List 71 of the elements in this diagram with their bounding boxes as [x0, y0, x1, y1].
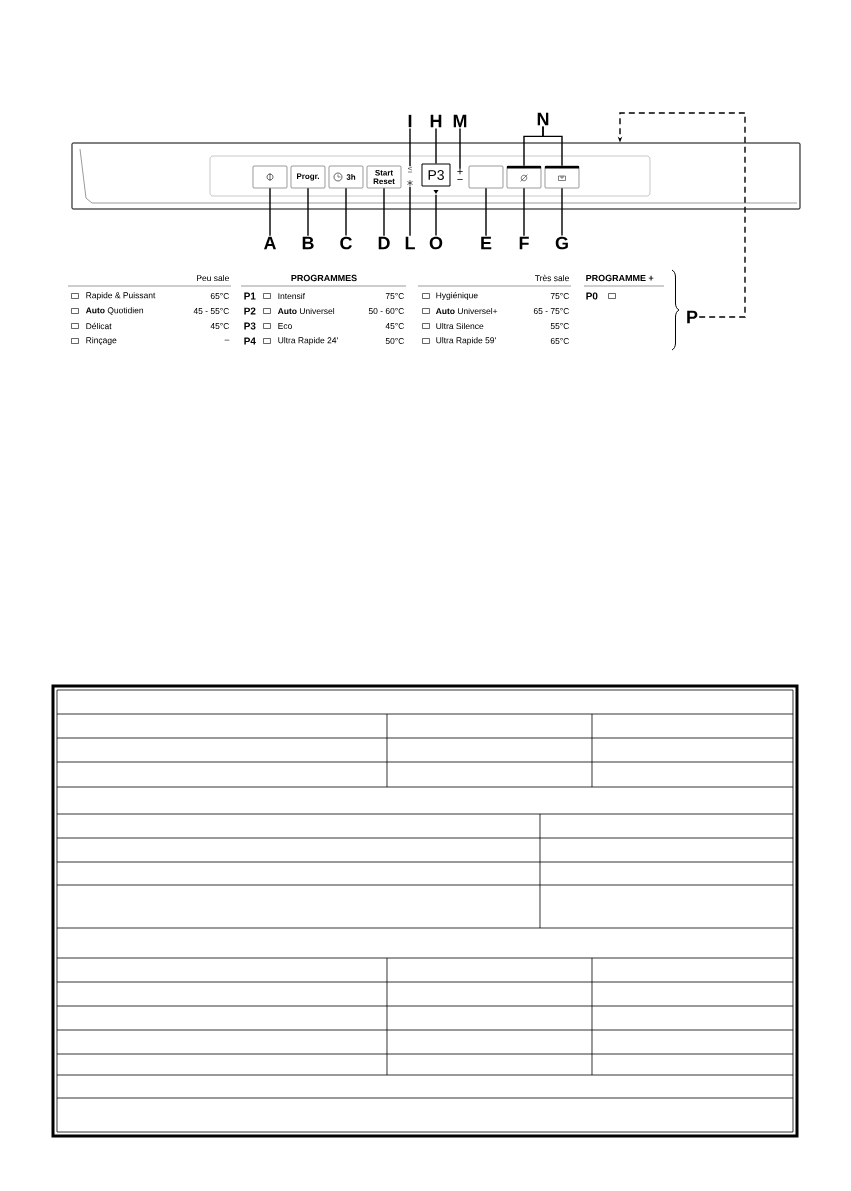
list-text: Ultra Rapide 59' [436, 337, 496, 345]
leader-line [523, 187, 525, 237]
leader-line [345, 187, 347, 237]
callout-letter: I [408, 114, 412, 128]
leader-line [307, 187, 309, 237]
display-strip [209, 155, 651, 197]
signal-symbol [433, 190, 439, 194]
leader-line [542, 125, 563, 167]
list-text: 55°C [550, 323, 569, 329]
callout-letter: P [687, 310, 698, 324]
list-text: 45°C [385, 323, 404, 329]
list-text: Rinçage [86, 337, 117, 345]
list-text: Hygiénique [436, 292, 478, 300]
list-text: 50°C [385, 338, 404, 344]
list-text: Intensif [278, 292, 305, 300]
list-text: 45 - 55°C [193, 308, 229, 314]
list-text: Rapide & Puissant [86, 292, 156, 300]
list-text: Très sale [534, 274, 569, 282]
power-button [252, 165, 288, 189]
callout-letter: A [264, 236, 276, 250]
list-text: 75°C [385, 293, 404, 299]
option-button [544, 165, 580, 189]
callout-letter: C [340, 236, 352, 250]
callout-letter: M [453, 114, 467, 128]
programme-code: P4 [244, 337, 256, 345]
callout-letter: F [519, 236, 529, 250]
leader-line [459, 127, 461, 170]
list-text: Ultra Silence [436, 322, 484, 330]
list-text: Eco [278, 323, 292, 329]
list-text: 65 - 75°C [533, 308, 569, 314]
list-text: 75°C [550, 293, 569, 299]
list-text: 50 - 60°C [368, 308, 404, 314]
leader-line [409, 186, 411, 237]
digital-display: P3 [421, 163, 451, 187]
programme-code: P2 [244, 307, 256, 315]
callout-letter: L [405, 236, 415, 250]
callout-letter: E [481, 236, 492, 250]
list-text: PROGRAMMES [291, 274, 357, 282]
list-text: – [224, 339, 230, 341]
star-symbol [407, 179, 413, 187]
callout-letter: O [429, 236, 443, 250]
option-button [468, 165, 504, 189]
leader-line [409, 127, 411, 167]
list-text: Peu sale [197, 274, 229, 282]
callout-letter: H [430, 114, 442, 128]
list-text: Auto Universel+ [435, 307, 498, 315]
programme-code: P1 [244, 292, 256, 300]
programme-code: P3 [244, 322, 256, 330]
leader-line [269, 187, 271, 237]
leader-line [561, 187, 563, 237]
list-text: 65°C [210, 293, 229, 299]
list-text: Auto Universel [277, 307, 335, 315]
control-panel [71, 142, 801, 210]
leader-line [435, 127, 437, 165]
programme-code: P0 [586, 292, 598, 300]
plus-minus-symbol: + − [457, 168, 463, 180]
option-button [506, 165, 542, 189]
leader-line [485, 187, 487, 237]
callout-letter: B [302, 236, 314, 250]
leader-line [383, 187, 385, 237]
list-text: PROGRAMME + [586, 274, 654, 282]
list-text: 45°C [210, 323, 229, 329]
list-text: Auto Quotidien [85, 307, 143, 315]
list-text: Ultra Rapide 24' [278, 337, 338, 345]
leader-line [435, 194, 437, 237]
callout-letter: D [378, 236, 390, 250]
callout-letter: G [555, 236, 568, 250]
symbol [407, 166, 413, 173]
list-text: Délicat [86, 322, 112, 330]
list-text: 65°C [550, 338, 569, 344]
callout-letter: N [537, 112, 549, 126]
